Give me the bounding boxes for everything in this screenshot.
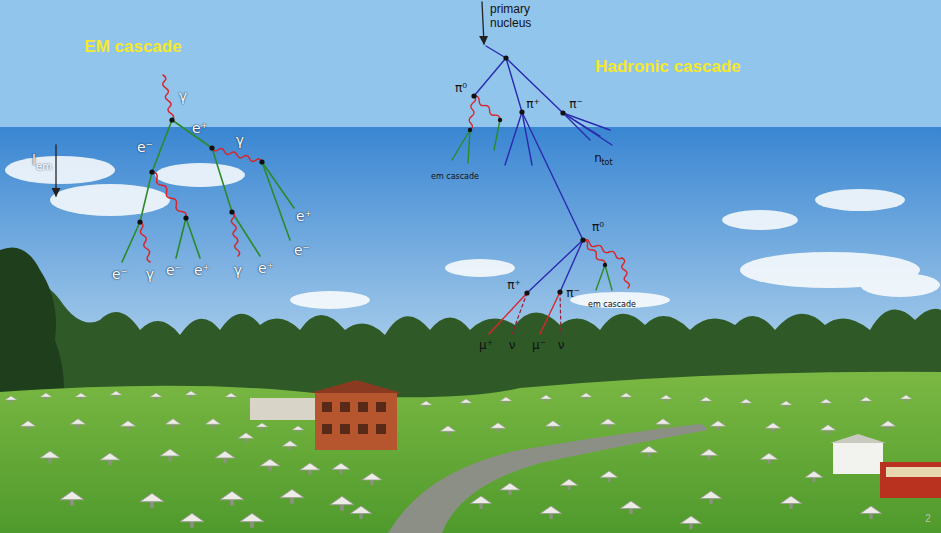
particle-label: γ	[234, 262, 242, 278]
buildings	[250, 380, 941, 498]
particle-label: γ	[146, 266, 154, 282]
particle-label: μ⁺	[479, 338, 493, 352]
particle-label: π⁻	[566, 286, 580, 300]
detector-huts	[5, 391, 912, 529]
particle-label: π⁰	[592, 220, 604, 234]
particle-label: e⁻	[294, 242, 310, 258]
particle-label: γ	[179, 88, 187, 104]
cascade-heading: EM cascade	[84, 37, 181, 57]
particle-label: π⁰	[455, 81, 467, 95]
particle-label: γ	[236, 132, 244, 148]
particle-label: l	[32, 152, 36, 168]
primary-label: primary nucleus	[490, 2, 548, 30]
subscript-label: em	[36, 161, 52, 172]
em-cascade-tree	[56, 75, 294, 262]
particle-label: n	[594, 151, 602, 165]
particle-label: ν	[509, 338, 516, 352]
particle-label: π⁻	[569, 97, 583, 111]
cascade-note: em cascade	[431, 172, 479, 181]
particle-label: e⁻	[166, 262, 182, 278]
particle-label: e⁻	[112, 266, 128, 282]
clouds	[5, 156, 940, 309]
particle-label: e⁺	[296, 208, 312, 224]
particle-label: ν	[558, 338, 565, 352]
cascade-note: em cascade	[588, 300, 636, 309]
particle-label: e⁻	[137, 139, 153, 155]
grass-field	[0, 372, 941, 533]
particle-label: e⁺	[192, 120, 208, 136]
cascade-heading: Hadronic cascade	[595, 57, 741, 77]
hadronic-cascade-tree	[452, 2, 629, 334]
particle-label: μ⁻	[532, 338, 546, 352]
particle-label: e⁺	[258, 260, 274, 276]
road	[388, 424, 708, 533]
particle-label: π⁺	[507, 278, 521, 292]
subscript-label: tot	[601, 158, 612, 167]
page-number: 2	[925, 513, 931, 524]
particle-label: e⁺	[194, 262, 210, 278]
particle-label: π⁺	[526, 97, 540, 111]
